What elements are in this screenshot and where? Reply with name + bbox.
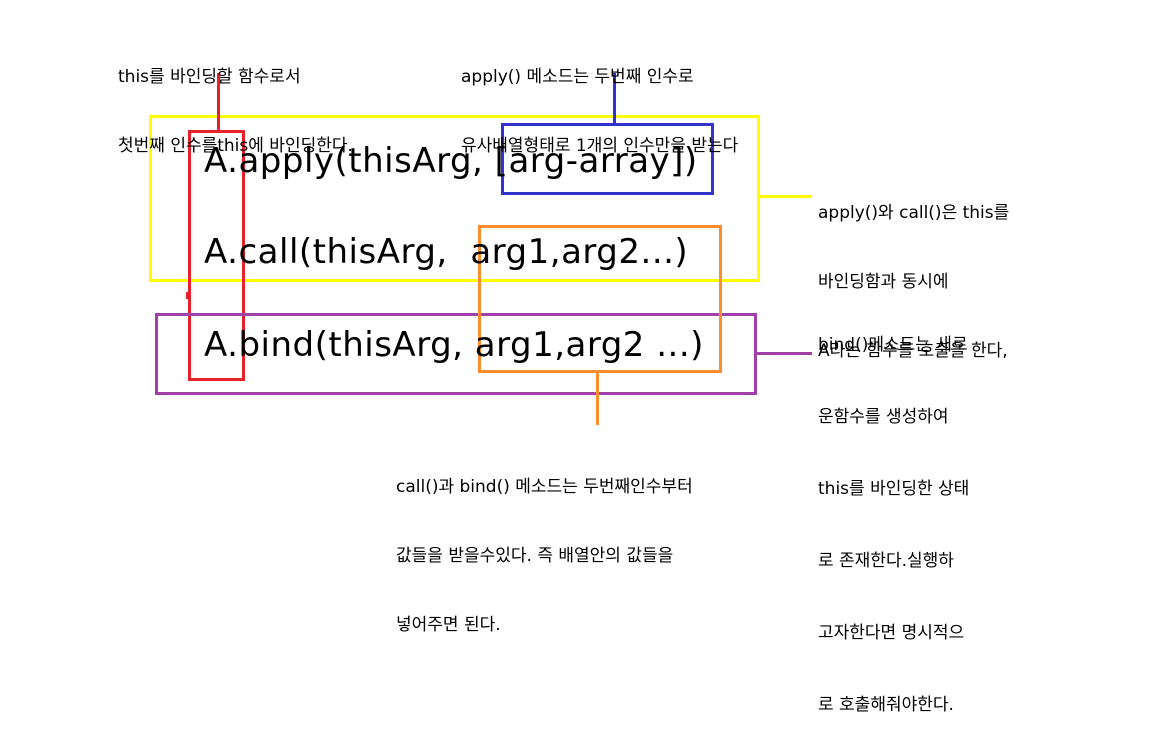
note-line: 넣어주면 된다. <box>396 615 501 635</box>
note-line: apply() 메소드는 두번째 인수로 <box>461 67 694 87</box>
this-target-box <box>188 130 245 381</box>
bind-note: bind()메소드는 새로 운함수를 생성하여 this를 바인딩한 상태 로 … <box>818 285 969 741</box>
apply-args-note: apply() 메소드는 두번째 인수로 유사배열형태로 1개의 인수만을 받는… <box>461 20 738 181</box>
note-line: 운함수를 생성하여 <box>818 407 949 427</box>
red-connector <box>217 73 220 132</box>
apply-call-note: apply()와 call()은 this를 바인딩함과 동시에 A라는 함수를… <box>818 156 1009 386</box>
note-line: 로 호출해줘야한다. <box>818 695 954 715</box>
arg-array-box <box>501 123 714 195</box>
bind-box <box>155 313 757 395</box>
note-line: A라는 함수를 호출을 한다, <box>818 341 1008 361</box>
this-binding-note: this를 바인딩할 함수로서 첫번째 인수를this에 바인딩한다. <box>118 20 353 181</box>
note-line: 로 존재한다.실행하 <box>818 551 954 571</box>
apply-code-line: A.apply(thisArg, [arg-array]) <box>204 141 698 181</box>
note-line: 고자한다면 명시적으 <box>818 623 965 643</box>
yellow-connector <box>760 195 812 198</box>
note-line: 첫번째 인수를this에 바인딩한다. <box>118 136 353 156</box>
note-line: this를 바인딩한 상태 <box>818 479 970 499</box>
note-line: 유사배열형태로 1개의 인수만을 받는다 <box>461 136 739 156</box>
args-box <box>478 225 722 373</box>
note-line: apply()와 call()은 this를 <box>818 203 1010 223</box>
call-bind-args-note: call()과 bind() 메소드는 두번째인수부터 값들을 받을수있다. 즉… <box>396 430 693 660</box>
note-line: 값들을 받을수있다. 즉 배열안의 값들을 <box>396 546 674 566</box>
note-line: bind()메소드는 새로 <box>818 335 968 355</box>
blue-connector <box>613 73 616 125</box>
apply-call-group-box <box>149 115 760 282</box>
purple-connector <box>757 352 812 355</box>
note-line: 바인딩함과 동시에 <box>818 272 949 292</box>
orange-connector <box>596 373 599 425</box>
bind-code-line: A.bind(thisArg, arg1,arg2 ...) <box>204 325 704 365</box>
call-code-line: A.call(thisArg, arg1,arg2...) <box>204 232 689 272</box>
tick-mark <box>186 292 188 299</box>
note-line: this를 바인딩할 함수로서 <box>118 67 301 87</box>
note-line: call()과 bind() 메소드는 두번째인수부터 <box>396 477 693 497</box>
